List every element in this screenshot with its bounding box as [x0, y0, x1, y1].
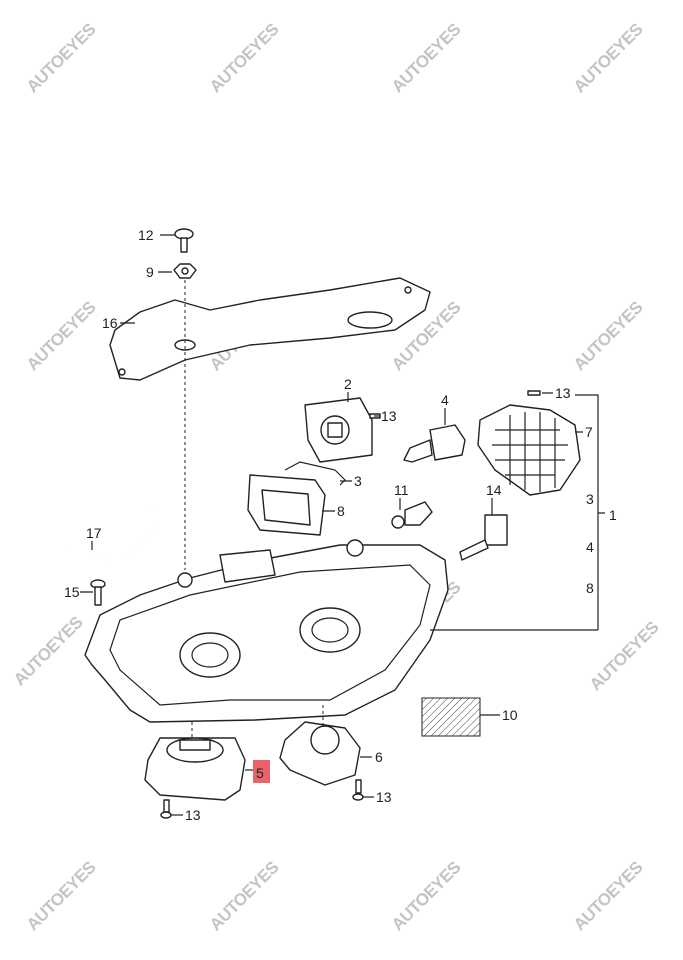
- part-10-label-box: [421, 697, 481, 737]
- part-12-screw: [174, 228, 194, 253]
- label-3: 3: [354, 473, 362, 489]
- part-8-seal: [247, 474, 326, 536]
- label-7: 7: [585, 424, 593, 440]
- label-4: 4: [441, 392, 449, 408]
- label-8: 8: [337, 503, 345, 519]
- label-10: 10: [502, 707, 518, 723]
- callout-labels: 12 9 16 2 13 4 13 7 3 11 14 8 17 15 3 4 …: [64, 227, 617, 823]
- watermark-text: AUTOEYES: [570, 858, 647, 935]
- label-11: 11: [394, 482, 409, 498]
- label-13: 13: [376, 789, 392, 805]
- part-9-nut: [173, 263, 197, 279]
- label-17: 17: [86, 525, 102, 541]
- label-13: 13: [185, 807, 201, 823]
- part-4-bulb: [403, 424, 466, 463]
- part-6-igniter: [279, 721, 361, 786]
- part-15-screw: [90, 579, 106, 606]
- label-16: 16: [102, 315, 118, 331]
- watermark-text: AUTOEYES: [206, 858, 283, 935]
- watermark-text: AUTOEYES: [570, 298, 647, 375]
- label-13: 13: [381, 408, 397, 424]
- part-3-clip: [284, 461, 346, 486]
- label-6: 6: [375, 749, 383, 765]
- highlight-5: [253, 760, 270, 783]
- watermark-text: AUTOEYES: [23, 298, 100, 375]
- part-17-tube-inner: [69, 507, 167, 561]
- screw-13-lower: [160, 390, 541, 819]
- group-label-3: 3: [586, 491, 594, 507]
- part-5-ballast: [144, 737, 246, 801]
- group-bracket: [575, 394, 605, 630]
- leader-lines: [80, 234, 583, 593]
- watermark-text: AUTOEYES: [388, 858, 465, 935]
- label-14: 14: [486, 482, 502, 498]
- part-11-bulb: [391, 501, 433, 529]
- watermark-text: AUTOEYES: [388, 20, 465, 97]
- group-label-1: 1: [609, 507, 617, 523]
- watermark-text: AUTOEYES: [570, 20, 647, 97]
- part-2-control-unit: [304, 397, 373, 463]
- watermark-text: AUTOEYES: [23, 20, 100, 97]
- label-12: 12: [138, 227, 154, 243]
- label-15: 15: [64, 584, 80, 600]
- part-14-xenon-bulb: [459, 514, 508, 561]
- watermark-text: AUTOEYES: [206, 20, 283, 97]
- headlight-housing: [84, 539, 449, 723]
- watermark-text: AUTOEYES: [10, 613, 87, 690]
- label-13: 13: [555, 385, 571, 401]
- part-16-bracket: [109, 277, 431, 381]
- watermark-text: AUTOEYES: [586, 618, 663, 695]
- label-5: 5: [256, 765, 264, 781]
- part-7-cover: [477, 404, 581, 496]
- watermark-text: AUTOEYES: [23, 858, 100, 935]
- label-2: 2: [344, 376, 352, 392]
- group-label-4: 4: [586, 539, 594, 555]
- group-label-8: 8: [586, 580, 594, 596]
- label-9: 9: [146, 264, 154, 280]
